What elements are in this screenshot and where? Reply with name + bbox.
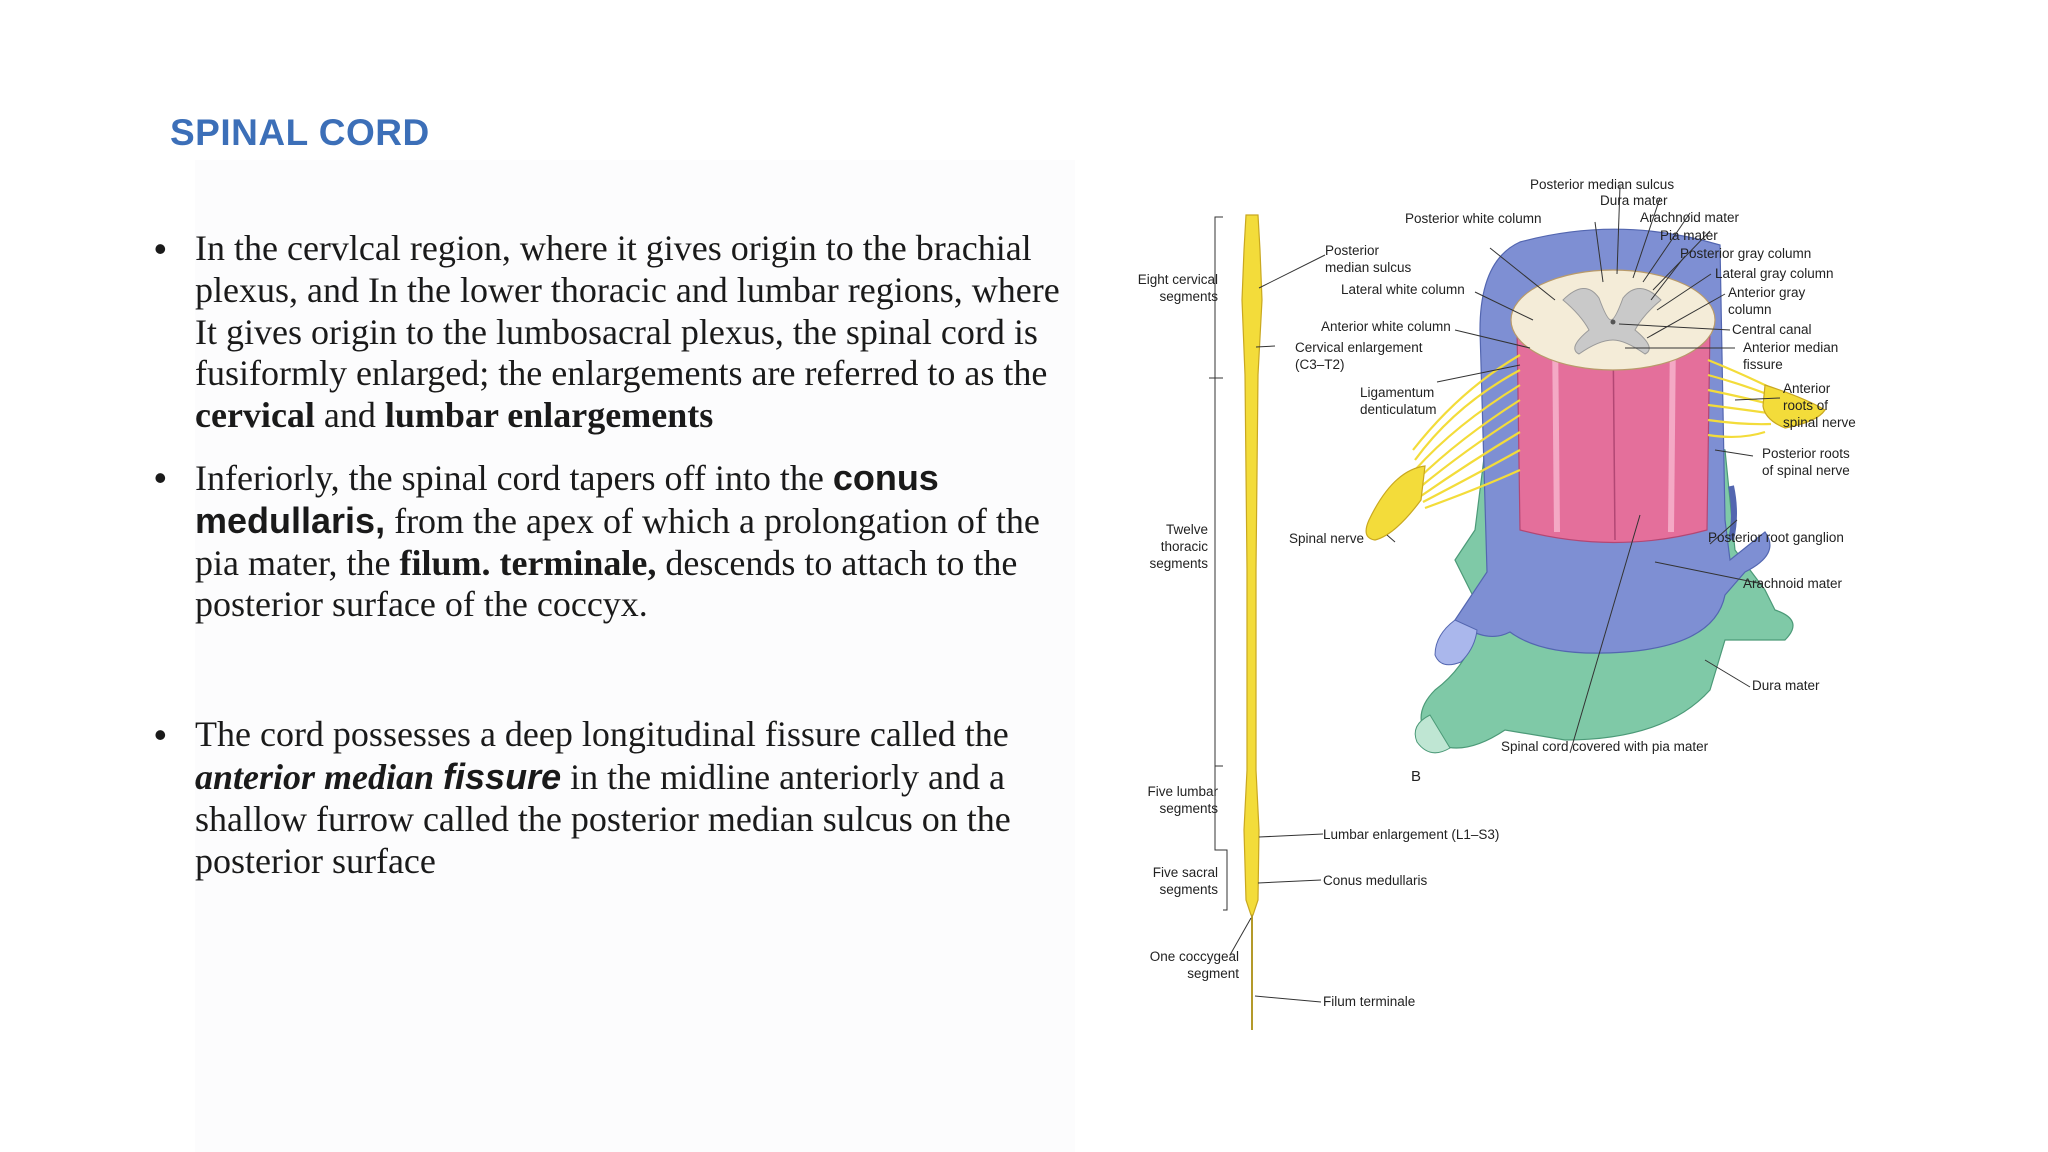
label-top-posterior-median-sulcus: Posterior median sulcus [1530,177,1674,192]
central-canal-dot [1610,319,1616,325]
cord-highlight [1668,329,1676,533]
label-posterior-gray-column: Posterior gray column [1680,246,1811,261]
leader-central-canal [1618,323,1731,331]
left-nerve-roots [1412,354,1521,510]
leader-top-sulcus [1616,185,1621,275]
bullet-text: and [314,395,385,436]
bullet-item-enlargements: • In the cervlcal region, where it gives… [150,228,1070,437]
label-arachnoid-mater-top: Arachnoid mater [1640,210,1740,225]
label-central-canal: Central canal [1732,322,1812,337]
leader-anterior-gray-column [1646,293,1726,339]
leader-dura-top [1632,197,1661,279]
bold-term-anterior-median: anterior median [195,756,435,797]
label-cervical-enlargement: Cervical enlargement(C3–T2) [1295,340,1423,372]
posterior-root-ganglion-shape [1728,485,1737,541]
label-dura-mater-right: Dura mater [1752,678,1820,693]
leader-lateral-gray-column [1656,273,1712,311]
bold-term-lumbar-enlargements: lumbar enlargements [384,395,714,436]
leader-anterior-roots [1734,397,1781,401]
left-spinal-nerve-shape [1365,465,1426,541]
leader-dura-right [1704,659,1751,688]
leader-posterior-white-column [1594,221,1604,283]
word-gap [434,757,443,797]
right-spinal-nerve-shape [1762,384,1826,429]
leader-posterior-median-sulcus [1258,254,1326,289]
leader-anterior-white-column [1454,329,1531,349]
bullet-item-conus: • Inferiorly, the spinal cord tapers off… [150,457,1070,626]
bullet-text: from the apex of which a prolongation of… [195,500,1040,583]
bold-term-conus-medullaris: conus medullaris, [195,456,939,541]
bold-term-filum-terminale: filum. terminale, [399,542,657,583]
bullet-marker: • [154,456,167,498]
label-pia-mater-top: Pia mater [1660,228,1718,243]
leader-arachnoid-right [1654,561,1764,585]
bold-term-cervical: cervical [195,395,315,436]
label-lateral-white-column: Lateral white column [1341,282,1465,297]
cord-highlight [1552,329,1560,533]
label-spinal-cord-covered-with-pia: Spinal cord covered with pia mater [1501,739,1709,754]
leader-lateral-white-column [1474,291,1534,321]
figure-panel-letter: B [1411,768,1421,785]
bullet-text: descends to attach to the posterior surf… [195,542,1018,625]
leader-posterior-roots [1714,449,1754,457]
bullet-item-fissure: • The cord possesses a deep longitudinal… [150,714,1070,882]
thoracic-bracket-ends [1209,377,1223,767]
slide-title: SPINAL CORD [170,112,430,153]
label-lumbar-enlargement: Lumbar enlargement (L1–S3) [1323,827,1499,842]
spinal-cord-shape [1241,214,1263,916]
leader-posterior-gray-column [1650,255,1686,301]
label-filum-terminale: Filum terminale [1323,994,1415,1009]
label-lateral-gray-column: Lateral gray column [1715,266,1834,281]
bullet-marker: • [154,714,167,756]
leader-conus-medullaris [1257,879,1322,884]
leader-posterior-root-ganglion [1709,519,1738,545]
dura-sleeve-shape [1414,714,1451,754]
leader-spinal-cord-pia [1569,514,1641,754]
sacral-bracket [1223,849,1228,911]
label-conus-medullaris: Conus medullaris [1323,873,1428,888]
label-dura-mater-top: Dura mater [1600,193,1668,208]
label-posterior-white-column: Posterior white column [1405,211,1542,226]
bold-term-fissure: fissure [443,755,562,797]
content-panel-background [195,160,1075,1152]
bullet-text: in the midline anteriorly and a shallow … [195,756,1011,881]
bullet-text: The cord possesses a deep longitudinal f… [195,714,1009,755]
label-anterior-white-column: Anterior white column [1321,319,1451,334]
label-posterior-root-ganglion: Posterior root ganglion [1708,530,1844,545]
lumbar-bracket [1214,765,1223,851]
label-arachnoid-mater-right: Arachnoid mater [1743,576,1843,591]
arachnoid-sleeve-shape [1434,619,1478,666]
label-spinal-nerve: Spinal nerve [1289,531,1364,546]
leader-ligamentum [1436,364,1521,383]
leader-posterior-median-sulcus-section [1489,247,1556,301]
bullet-text: Inferiorly, the spinal cord tapers off i… [195,457,833,498]
leader-filum-terminale [1254,995,1322,1003]
leader-cervical-enlargement [1255,345,1276,348]
leader-arachnoid-top [1642,212,1691,283]
leader-coccygeal [1229,917,1252,956]
leader-lumbar-enlargement [1258,833,1324,838]
bullet-list: • In the cervlcal region, where it gives… [150,228,1070,882]
leader-spinal-nerve [1386,534,1396,543]
bullet-text: In the cervlcal region, where it gives o… [195,228,1060,394]
bullet-marker: • [154,228,167,269]
